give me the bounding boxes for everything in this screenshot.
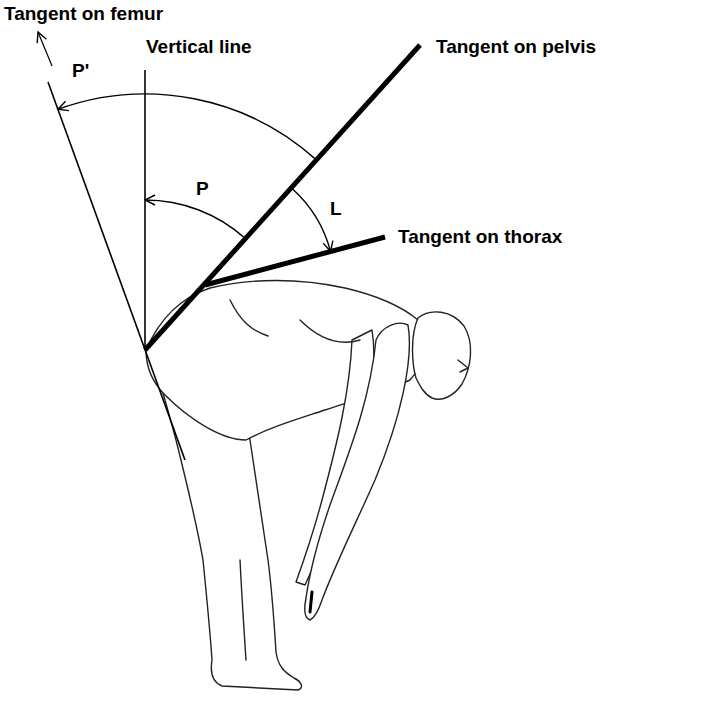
person-figure <box>146 281 471 691</box>
shoulder-blade <box>300 320 360 342</box>
angle-arc-l <box>292 188 331 251</box>
angle-arc-p-prime <box>58 94 317 160</box>
angle-label: P <box>196 178 209 200</box>
line-label: Tangent on thorax <box>398 226 562 248</box>
angle-arc-p <box>145 200 245 239</box>
head <box>413 312 471 399</box>
femur-tangent <box>48 82 185 460</box>
back-contour <box>230 300 268 336</box>
nose <box>458 360 468 372</box>
pelvis-tangent <box>145 45 420 350</box>
thorax-tangent <box>205 237 385 285</box>
vertical-line <box>144 70 146 350</box>
femur-leader <box>38 32 52 66</box>
angle-label: L <box>330 198 342 220</box>
angle-label: P' <box>72 60 89 82</box>
line-label: Tangent on pelvis <box>436 36 596 58</box>
line-label: Vertical line <box>146 36 252 58</box>
fingers <box>310 592 312 612</box>
leg-contour <box>240 560 246 660</box>
line-label: Tangent on femur <box>4 3 163 25</box>
near-arm <box>305 323 410 620</box>
